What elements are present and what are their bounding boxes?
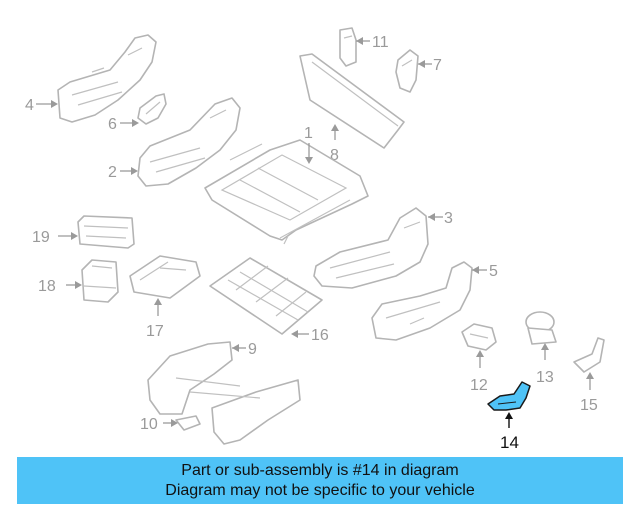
callout-14: 14 xyxy=(500,433,519,452)
part-12-bushing xyxy=(461,323,497,351)
part-19-module xyxy=(77,215,135,249)
callout-10: 10 xyxy=(140,416,158,433)
part-5-trim xyxy=(371,261,473,341)
part-8-panel xyxy=(299,53,405,149)
part-7-bracket xyxy=(395,49,419,93)
callout-5: 5 xyxy=(489,263,498,280)
callout-17: 17 xyxy=(146,323,164,340)
part-2-inner-shield xyxy=(137,97,241,187)
callout-8: 8 xyxy=(330,147,339,164)
part-1-seat-frame xyxy=(204,139,369,245)
callout-19: 19 xyxy=(32,229,50,246)
callout-6: 6 xyxy=(108,116,117,133)
part-11-bracket xyxy=(339,27,357,67)
callout-15: 15 xyxy=(580,397,598,414)
exploded-parts-diagram: 4 6 2 11 7 8 1 xyxy=(25,27,605,452)
part-4-side-shield xyxy=(57,34,157,123)
part-18-control-module xyxy=(81,259,119,303)
part-6-clip xyxy=(137,93,167,125)
callout-18: 18 xyxy=(38,278,56,295)
callout-4: 4 xyxy=(25,97,34,114)
callout-16: 16 xyxy=(311,327,329,344)
callout-2: 2 xyxy=(108,164,117,181)
callout-12: 12 xyxy=(470,377,488,394)
banner-line-1: Part or sub-assembly is #14 in diagram xyxy=(181,461,459,479)
part-15-strap xyxy=(573,337,605,373)
part-16-suspension-mat xyxy=(209,257,323,335)
part-3-cushion-side xyxy=(313,207,429,289)
callout-1: 1 xyxy=(304,125,313,142)
callout-7: 7 xyxy=(433,57,442,74)
part-9-riser xyxy=(147,341,301,445)
part-10-bracket xyxy=(175,415,201,431)
part-13-bushing xyxy=(525,311,557,345)
part-17-ecu xyxy=(129,255,201,299)
part-14-highlighted-bracket xyxy=(487,381,531,411)
callout-11: 11 xyxy=(372,34,389,51)
banner-line-2: Diagram may not be specific to your vehi… xyxy=(165,481,475,499)
notice-banner: Part or sub-assembly is #14 in diagram D… xyxy=(17,457,623,504)
callout-9: 9 xyxy=(248,341,257,358)
callout-13: 13 xyxy=(536,369,554,386)
callout-3: 3 xyxy=(444,210,453,227)
